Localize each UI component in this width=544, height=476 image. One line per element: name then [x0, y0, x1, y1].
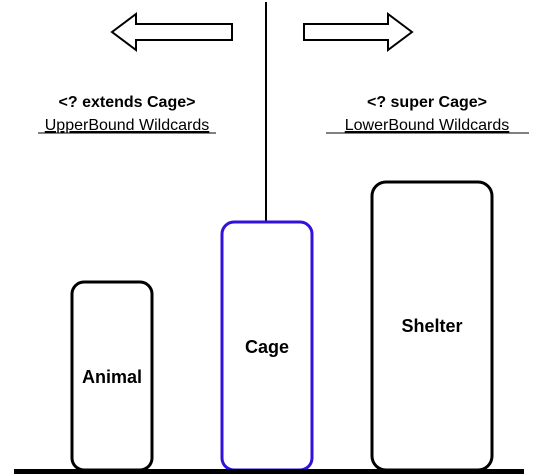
- upper-bound-syntax: <? extends Cage>: [59, 94, 196, 111]
- lower-bound-syntax: <? super Cage>: [367, 94, 487, 111]
- lower-bound-title: LowerBound Wildcards: [345, 117, 510, 134]
- cage-label: Cage: [245, 337, 289, 357]
- animal-label: Animal: [82, 367, 142, 387]
- ground-line: [14, 469, 524, 474]
- arrow-left-icon: [110, 12, 233, 52]
- shelter-label: Shelter: [401, 316, 462, 336]
- upper-bound-title: UpperBound Wildcards: [45, 117, 210, 134]
- arrow-right-icon: [303, 12, 414, 52]
